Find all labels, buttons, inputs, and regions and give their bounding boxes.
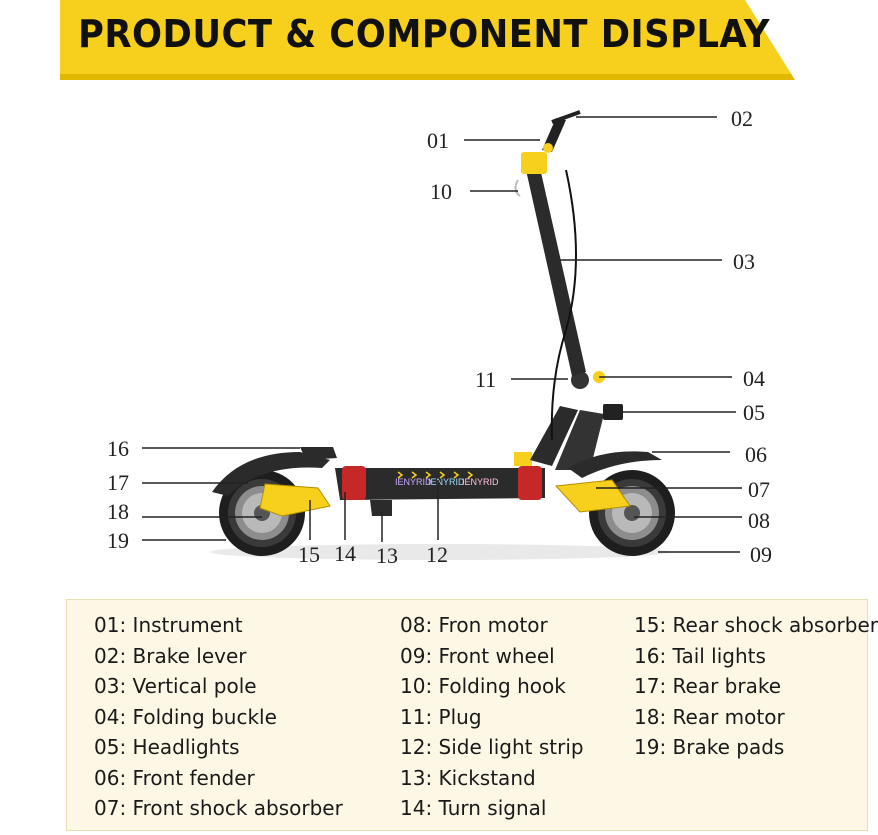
rear-fender	[212, 452, 330, 496]
front-turn-signal	[518, 466, 542, 500]
rear-turn-signal	[342, 466, 366, 500]
callout-10: 10	[430, 179, 452, 204]
callout-16: 16	[107, 436, 129, 461]
legend-item: 11: Plug	[400, 704, 482, 729]
legend-column-1: 01: Instrument 02: Brake lever 03: Verti…	[94, 610, 343, 824]
callout-02: 02	[731, 106, 753, 131]
legend-item: 07: Front shock absorber	[94, 796, 343, 820]
legend-column-3: 15: Rear shock absorber 16: Tail lights …	[634, 610, 878, 763]
scooter-illustration: IENYRID IENYRID IENYRID	[107, 106, 772, 568]
legend-item: 14: Turn signal	[400, 796, 547, 820]
deck-chevrons	[397, 471, 474, 479]
top-clamp	[521, 152, 547, 174]
callout-07: 07	[748, 477, 770, 502]
brake-cable	[550, 169, 577, 441]
legend-item: 10: Folding hook	[400, 674, 566, 698]
callout-13: 13	[376, 543, 398, 568]
callout-09: 09	[750, 542, 772, 567]
legend-item: 04: Folding buckle	[94, 704, 277, 729]
callout-12: 12	[426, 542, 448, 567]
component-legend: 01: Instrument 02: Brake lever 03: Verti…	[66, 599, 878, 831]
legend-item: 19: Brake pads	[634, 735, 785, 759]
scooter-diagram: IENYRID IENYRID IENYRID	[0, 85, 868, 590]
legend-item: 05: Headlights	[94, 735, 240, 759]
brake-lever	[551, 110, 581, 124]
legend-item: 09: Front wheel	[400, 643, 555, 668]
legend-item: 06: Front fender	[94, 765, 255, 790]
front-fender	[568, 451, 662, 478]
callout-01: 01	[427, 128, 449, 153]
legend-item: 13: Kickstand	[400, 765, 536, 790]
legend-item: 03: Vertical pole	[94, 674, 257, 698]
legend-item: 18: Rear motor	[634, 704, 785, 729]
legend-item: 12: Side light strip	[400, 735, 584, 759]
folding-hinge	[571, 371, 589, 389]
legend-item: 16: Tail lights	[634, 643, 766, 668]
ground-shadow	[210, 544, 670, 560]
headlight	[603, 404, 623, 420]
instrument	[543, 143, 553, 153]
callout-14: 14	[334, 541, 356, 566]
callout-04: 04	[743, 366, 765, 391]
title-banner: PRODUCT & COMPONENT DISPLAY	[60, 0, 795, 80]
deck	[335, 468, 545, 500]
callout-18: 18	[107, 499, 129, 524]
legend-item: 01: Instrument	[94, 613, 243, 637]
rear-swing-arm	[259, 483, 331, 517]
legend-item: 17: Rear brake	[634, 674, 782, 698]
front-fork	[555, 410, 604, 470]
deck-brand-2: IENYRID	[428, 477, 465, 487]
kickstand	[370, 500, 392, 516]
tail-light-stalk	[300, 447, 337, 460]
vertical-pole	[526, 168, 586, 376]
callout-06: 06	[745, 442, 767, 467]
callout-08: 08	[748, 508, 770, 533]
legend-item: 15: Rear shock absorber	[634, 613, 878, 637]
callout-11: 11	[475, 367, 496, 392]
legend-item: 02: Brake lever	[94, 643, 247, 668]
callout-15: 15	[298, 542, 320, 567]
neck	[530, 406, 578, 466]
banner-shape	[60, 0, 795, 80]
callout-03: 03	[733, 249, 755, 274]
legend-column-2: 08: Fron motor 09: Front wheel 10: Foldi…	[400, 610, 584, 824]
deck-stem-block	[514, 452, 532, 466]
callout-17: 17	[107, 470, 129, 495]
callout-05: 05	[743, 400, 765, 425]
callout-19: 19	[107, 528, 129, 553]
legend-item: 08: Fron motor	[400, 613, 548, 637]
folding-hook	[514, 179, 521, 197]
leader-lines	[142, 116, 742, 553]
deck-brand-3: IENYRID	[462, 477, 499, 487]
deck-brand-1: IENYRID	[395, 477, 432, 487]
page-title: PRODUCT & COMPONENT DISPLAY	[78, 12, 770, 56]
